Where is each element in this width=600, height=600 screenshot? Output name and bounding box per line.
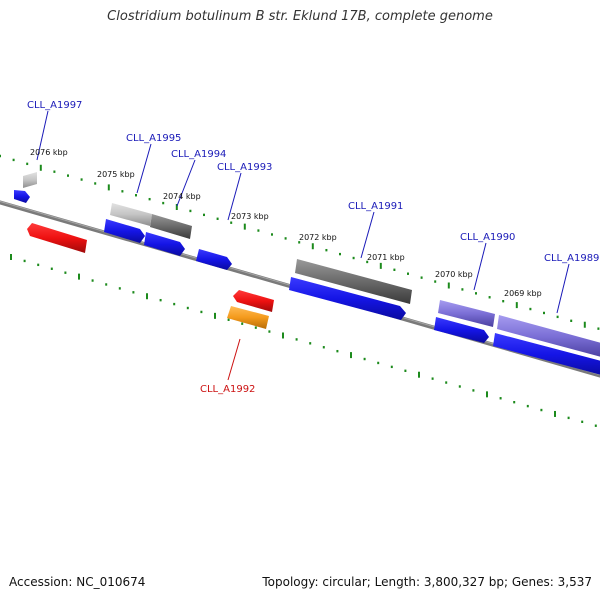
kbp-label: 2073 kbp	[231, 212, 269, 221]
gene-label-cll-a1994[interactable]: CLL_A1994	[171, 149, 226, 160]
kbp-label: 2076 kbp	[30, 148, 68, 157]
gene-label-cll-a1991[interactable]: CLL_A1991	[348, 201, 403, 212]
cds-feature[interactable]	[196, 249, 232, 270]
kbp-label: 2071 kbp	[367, 253, 405, 262]
gene-label-cll-a1990[interactable]: CLL_A1990	[460, 232, 515, 243]
kbp-label: 2069 kbp	[504, 289, 542, 298]
callout-lines	[36, 110, 570, 381]
accession-text: Accession: NC_010674	[9, 575, 146, 589]
gene-label-cll-a1995[interactable]: CLL_A1995	[126, 133, 181, 144]
gene-feature[interactable]	[438, 300, 495, 327]
cds-feature[interactable]	[14, 190, 30, 203]
genome-summary-text: Topology: circular; Length: 3,800,327 bp…	[262, 575, 592, 589]
kbp-label: 2070 kbp	[435, 270, 473, 279]
kbp-label: 2075 kbp	[97, 170, 135, 179]
kbp-labels: 2076 kbp 2075 kbp 2074 kbp 2073 kbp 2072…	[30, 148, 542, 298]
kbp-label: 2074 kbp	[163, 192, 201, 201]
gene-label-cll-a1997[interactable]: CLL_A1997	[27, 100, 82, 111]
gene-feature[interactable]	[295, 259, 412, 304]
cds-feature[interactable]	[493, 333, 600, 376]
gene-label-cll-a1993[interactable]: CLL_A1993	[217, 162, 272, 173]
cds-feature[interactable]	[434, 317, 489, 343]
gene-label-cll-a1989[interactable]: CLL_A1989	[544, 253, 599, 264]
feature-track	[14, 172, 600, 376]
gene-feature[interactable]	[110, 203, 152, 226]
cds-feature[interactable]	[289, 277, 406, 320]
cds-feature[interactable]	[144, 232, 185, 256]
gene-feature[interactable]	[27, 223, 87, 253]
tick-track-upper	[0, 154, 600, 330]
gene-feature[interactable]	[233, 290, 274, 312]
tick-track-lower	[10, 254, 597, 427]
gene-feature[interactable]	[227, 306, 269, 329]
gene-feature[interactable]	[23, 172, 37, 188]
kbp-label: 2072 kbp	[299, 233, 337, 242]
cds-feature[interactable]	[104, 219, 145, 243]
gene-feature[interactable]	[150, 214, 192, 239]
gene-label-cll-a1992[interactable]: CLL_A1992	[200, 384, 255, 395]
map-title: Clostridium botulinum B str. Eklund 17B,…	[107, 9, 493, 24]
gene-feature[interactable]	[497, 315, 600, 358]
gene-labels: CLL_A1997 CLL_A1995 CLL_A1994 CLL_A1993 …	[27, 100, 599, 395]
